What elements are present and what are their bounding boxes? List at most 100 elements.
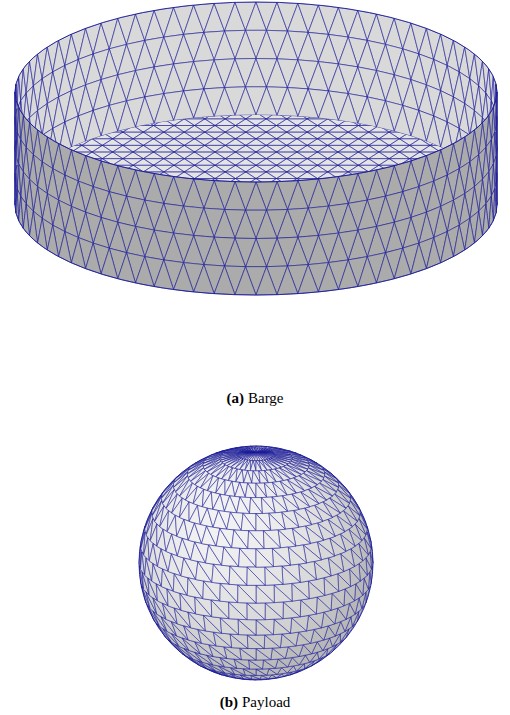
- mesh-triangle: [31, 271, 51, 278]
- mesh-triangle: [102, 125, 122, 132]
- mesh-triangle: [256, 172, 276, 179]
- mesh-triangle: [0, 258, 20, 265]
- mesh-triangle: [215, 119, 235, 126]
- floor-fill: [15, 115, 497, 295]
- mesh-triangle: [451, 298, 471, 305]
- mesh-triangle: [298, 208, 319, 237]
- mesh-triangle: [143, 298, 163, 305]
- mesh-triangle: [113, 139, 133, 146]
- mesh-triangle: [338, 145, 358, 152]
- mesh-triangle: [72, 119, 92, 126]
- mesh-triangle: [451, 265, 471, 272]
- mesh-triangle: [369, 119, 389, 126]
- mesh-triangle: [328, 165, 348, 172]
- mesh-triangle: [236, 145, 256, 152]
- mesh-triangle: [92, 291, 112, 298]
- mesh-triangle: [358, 145, 378, 152]
- mesh-triangle: [31, 112, 51, 119]
- mesh-triangle: [123, 139, 143, 146]
- mesh-triangle: [287, 172, 307, 179]
- mesh-triangle: [154, 139, 174, 146]
- mesh-triangle: [225, 145, 245, 152]
- mesh-triangle: [481, 271, 501, 278]
- mesh-triangle: [338, 298, 358, 305]
- mesh-triangle: [41, 278, 61, 285]
- mesh-triangle: [430, 125, 450, 132]
- mesh-triangle: [328, 152, 348, 159]
- mesh-triangle: [61, 119, 81, 126]
- mesh-triangle: [502, 119, 510, 126]
- mesh-triangle: [420, 298, 440, 305]
- mesh-triangle: [328, 139, 348, 146]
- mesh-triangle: [92, 125, 112, 132]
- mesh-triangle: [430, 132, 450, 139]
- mesh-triangle: [118, 101, 136, 131]
- mesh-triangle: [307, 152, 327, 159]
- mesh-triangle: [92, 112, 112, 119]
- mesh-triangle: [82, 119, 102, 126]
- mesh-triangle: [225, 125, 245, 132]
- mesh-triangle: [358, 291, 378, 298]
- mesh-triangle: [256, 145, 276, 152]
- mesh-triangle: [92, 298, 112, 305]
- mesh-triangle: [215, 132, 235, 139]
- mesh-triangle: [266, 172, 286, 179]
- mesh-triangle: [246, 172, 266, 179]
- mesh-triangle: [379, 152, 399, 159]
- mesh-triangle: [358, 132, 378, 139]
- mesh-triangle: [358, 119, 378, 126]
- mesh-triangle: [72, 278, 92, 285]
- mesh-triangle: [20, 258, 40, 265]
- mesh-triangle: [123, 159, 143, 166]
- mesh-triangle: [287, 119, 307, 126]
- mesh-triangle: [307, 139, 327, 146]
- mesh-triangle: [318, 34, 338, 64]
- mesh-triangle: [256, 119, 276, 126]
- mesh-triangle: [113, 125, 133, 132]
- mesh-triangle: [102, 139, 122, 146]
- mesh-triangle: [276, 152, 296, 159]
- mesh-triangle: [317, 298, 337, 305]
- mesh-triangle: [113, 145, 133, 152]
- mesh-triangle: [0, 225, 10, 232]
- mesh-triangle: [338, 139, 358, 146]
- mesh-triangle: [348, 291, 368, 298]
- mesh-triangle: [0, 291, 20, 298]
- mesh-triangle: [0, 198, 10, 205]
- mesh-triangle: [133, 139, 153, 146]
- mesh-triangle: [164, 165, 184, 172]
- mesh-triangle: [10, 258, 30, 265]
- mesh-triangle: [86, 110, 102, 141]
- mesh-triangle: [184, 145, 204, 152]
- mesh-triangle: [492, 271, 510, 278]
- mesh-triangle: [0, 238, 20, 245]
- mesh-triangle: [410, 119, 430, 126]
- mesh-triangle: [0, 185, 10, 192]
- mesh-triangle: [113, 298, 133, 305]
- mesh-triangle: [379, 298, 399, 305]
- mesh-triangle: [276, 132, 296, 139]
- mesh-triangle: [133, 298, 153, 305]
- mesh-triangle: [377, 196, 395, 226]
- mesh-triangle: [451, 285, 471, 292]
- mesh-triangle: [246, 119, 266, 126]
- mesh-triangle: [492, 285, 510, 292]
- mesh-triangle: [0, 265, 20, 272]
- mesh-triangle: [471, 265, 491, 272]
- mesh-triangle: [205, 112, 225, 119]
- mesh-triangle: [440, 265, 460, 272]
- mesh-triangle: [174, 165, 194, 172]
- mesh-triangle: [51, 285, 71, 292]
- mesh-triangle: [256, 152, 276, 159]
- mesh-triangle: [358, 159, 378, 166]
- mesh-triangle: [174, 132, 194, 139]
- mesh-triangle: [51, 265, 71, 272]
- mesh-triangle: [72, 291, 92, 298]
- mesh-triangle: [0, 179, 10, 186]
- mesh-triangle: [61, 139, 81, 146]
- mesh-triangle: [0, 112, 10, 119]
- mesh-triangle: [389, 125, 409, 132]
- mesh-triangle: [502, 198, 510, 205]
- mesh-triangle: [10, 245, 30, 252]
- mesh-triangle: [10, 251, 30, 258]
